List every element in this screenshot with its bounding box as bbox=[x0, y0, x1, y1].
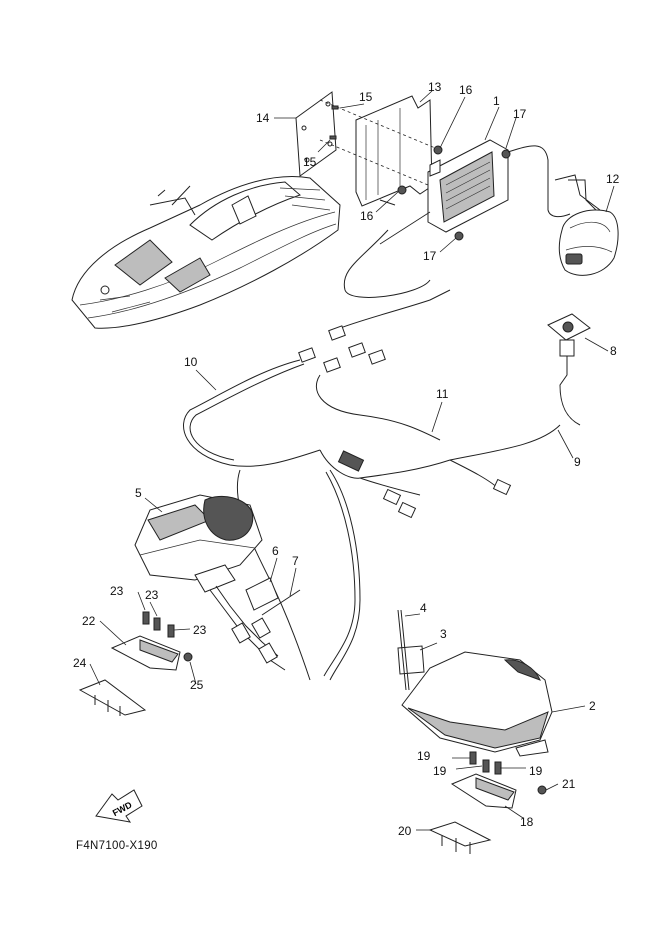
component-3-4 bbox=[397, 609, 425, 691]
callout-8: 8 bbox=[610, 344, 617, 358]
callout-19-right: 19 bbox=[529, 764, 543, 778]
callout-19-left: 19 bbox=[417, 749, 431, 763]
callout-21: 21 bbox=[562, 777, 576, 791]
callout-10: 10 bbox=[184, 355, 198, 369]
callout-15-lower: 15 bbox=[303, 155, 317, 169]
callout-11: 11 bbox=[436, 387, 449, 401]
bracket-plate-assembly bbox=[295, 91, 441, 207]
component-5 bbox=[134, 494, 286, 671]
callout-15-upper: 15 bbox=[359, 90, 373, 104]
callout-23-middle: 23 bbox=[145, 588, 159, 602]
callout-20: 20 bbox=[398, 824, 412, 838]
callout-16-upper: 16 bbox=[459, 83, 473, 97]
callout-9: 9 bbox=[574, 455, 581, 469]
component-6-7 bbox=[245, 577, 301, 616]
wire-harness bbox=[183, 199, 561, 681]
callout-7: 7 bbox=[292, 554, 299, 568]
callout-12: 12 bbox=[606, 172, 620, 186]
callout-2: 2 bbox=[589, 699, 596, 713]
callout-3: 3 bbox=[440, 627, 447, 641]
callout-18: 18 bbox=[520, 815, 534, 829]
callout-6: 6 bbox=[272, 544, 279, 558]
callout-19-middle: 19 bbox=[433, 764, 447, 778]
callout-23-top: 23 bbox=[110, 584, 124, 598]
component-12 bbox=[558, 209, 619, 276]
left-bracket-assembly bbox=[78, 611, 193, 716]
callout-4: 4 bbox=[420, 601, 427, 615]
right-bracket-assembly bbox=[428, 751, 547, 854]
component-2 bbox=[401, 651, 553, 757]
control-unit bbox=[397, 139, 601, 241]
fwd-arrow-icon bbox=[95, 789, 143, 823]
callout-16-lower: 16 bbox=[360, 209, 374, 223]
callout-17-lower: 17 bbox=[423, 249, 437, 263]
callout-5: 5 bbox=[135, 486, 142, 500]
callout-13: 13 bbox=[428, 80, 442, 94]
component-8 bbox=[547, 313, 591, 426]
callout-23-right: 23 bbox=[193, 623, 207, 637]
callout-24: 24 bbox=[73, 656, 87, 670]
callout-14: 14 bbox=[256, 111, 270, 125]
callout-17-upper: 17 bbox=[513, 107, 527, 121]
diagram-code: F4N7100-X190 bbox=[76, 840, 158, 852]
watercraft-illustration bbox=[71, 176, 341, 329]
callout-22: 22 bbox=[82, 614, 96, 628]
callout-leaders bbox=[89, 90, 615, 831]
callout-25: 25 bbox=[190, 678, 204, 692]
callout-1: 1 bbox=[493, 94, 500, 108]
